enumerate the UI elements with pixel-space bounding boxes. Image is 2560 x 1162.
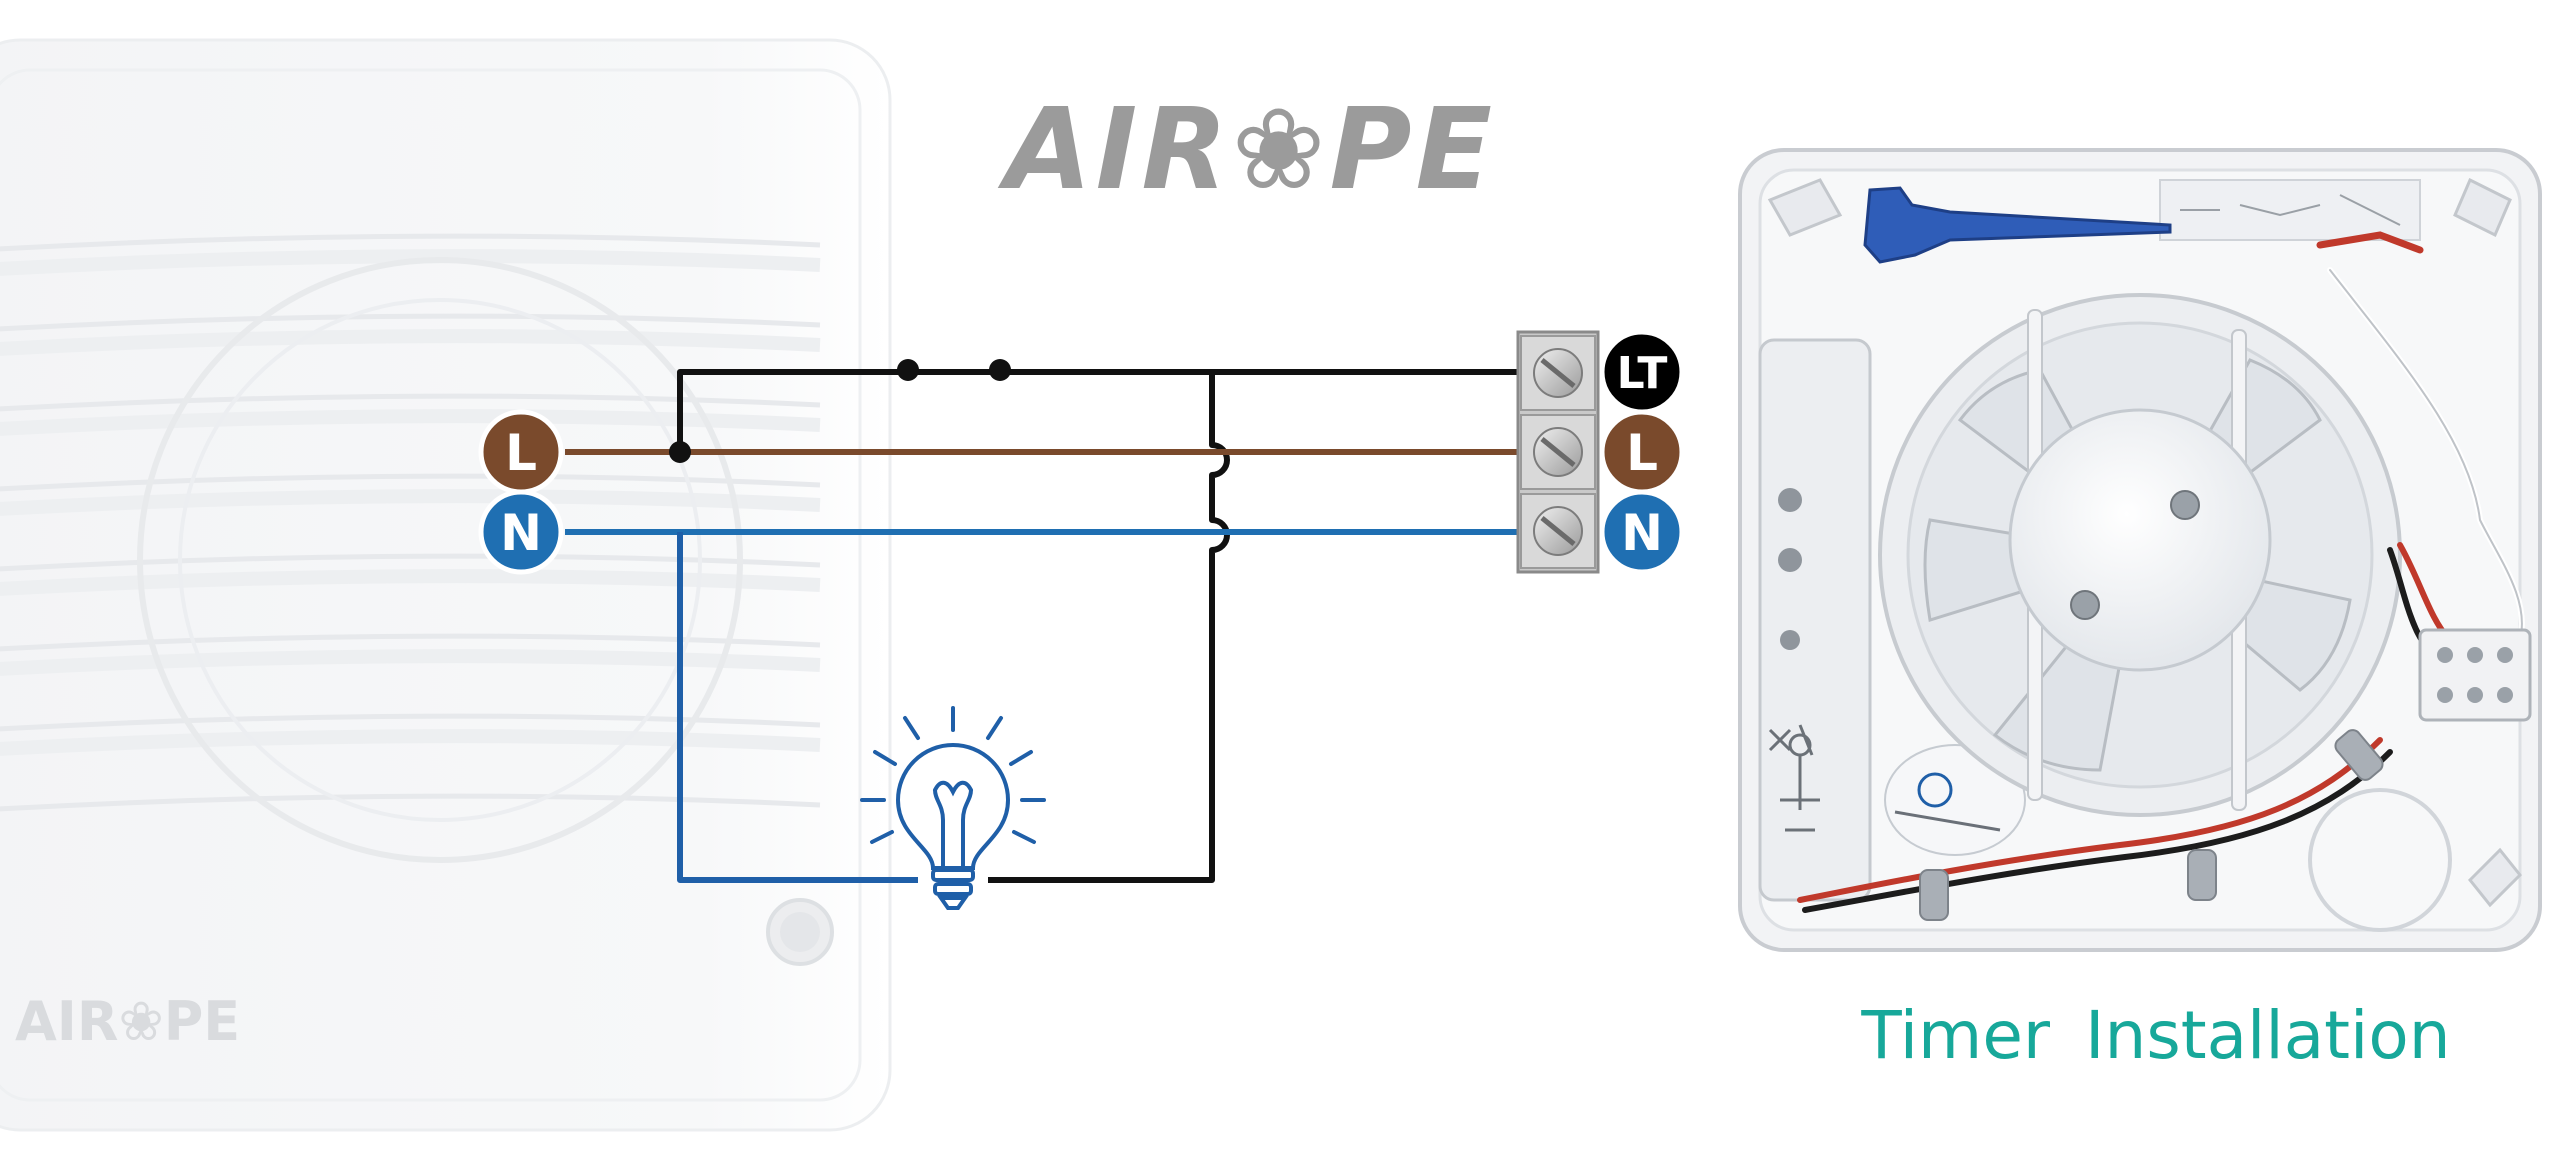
fan-front-illustration: AIR❀PE xyxy=(0,38,892,1132)
wires xyxy=(565,359,1520,883)
junction-dot xyxy=(669,441,691,463)
fan-interior-illustration xyxy=(1738,148,2542,952)
right-terminal-live: L xyxy=(1599,409,1685,495)
left-terminal-neutral: N xyxy=(478,489,564,575)
left-terminal-live: L xyxy=(478,409,564,495)
humidity-sensor-icon xyxy=(766,898,834,966)
switched-live-wire xyxy=(677,369,1520,452)
terminal-screw xyxy=(1520,493,1596,569)
blue-lever xyxy=(1863,186,2172,264)
fan-brand-logo: AIR❀PE xyxy=(15,990,240,1053)
terminal-screw xyxy=(1520,414,1596,490)
caption-word-installation: Installation xyxy=(2085,997,2451,1074)
terminal-block xyxy=(1516,330,1600,574)
right-terminal-lt: LT xyxy=(1599,329,1685,415)
terminal-label: L xyxy=(1626,424,1658,482)
caption-word-timer: Timer xyxy=(1860,997,2051,1074)
terminal-screw xyxy=(1520,335,1596,411)
terminal-label: L xyxy=(505,424,537,482)
junction-dot xyxy=(989,359,1011,381)
terminal-label: N xyxy=(500,504,542,562)
terminal-label: LT xyxy=(1617,348,1668,399)
brand-logo: AIR❀PE xyxy=(997,85,1496,215)
light-bulb-icon xyxy=(860,706,1046,910)
lamp-return-wire xyxy=(988,372,1230,883)
connector-block xyxy=(2418,628,2532,722)
lamp-neutral-wire xyxy=(677,532,918,883)
junction-dot xyxy=(897,359,919,381)
caption: Timer Installation xyxy=(1860,997,2450,1074)
terminal-label: N xyxy=(1621,504,1663,562)
date-sticker xyxy=(1884,744,2026,856)
right-terminal-neutral: N xyxy=(1599,489,1685,575)
